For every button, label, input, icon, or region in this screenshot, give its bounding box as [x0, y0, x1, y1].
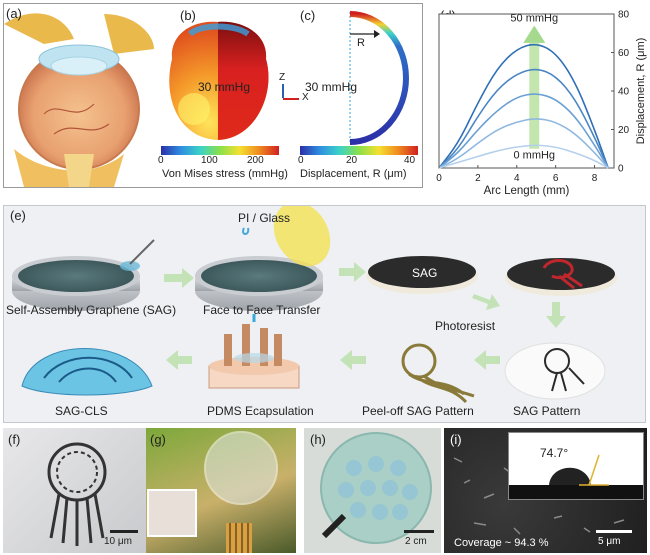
scale-h-text: 2 cm — [405, 536, 427, 547]
step-pi-glass-label: PI / Glass — [238, 211, 291, 225]
step-pdms-label: PDMS Ecapsulation — [207, 404, 314, 418]
displacement-radius-label: R — [357, 37, 365, 49]
disp-tick-2: 40 — [404, 155, 416, 166]
label-g: (g) — [150, 432, 166, 447]
y-axis-label: Displacement, R (μm) — [635, 38, 647, 145]
scale-bar-f — [110, 530, 138, 533]
process-diagram — [12, 206, 617, 404]
contact-angle-inset — [508, 432, 644, 500]
stress-colorbar — [161, 146, 279, 155]
y-tick-label-2: 40 — [618, 87, 630, 98]
step-transfer-label: Face to Face Transfer — [203, 303, 321, 317]
label-c: (c) — [300, 8, 316, 23]
lens-array-drawing — [320, 432, 432, 544]
axis-x-arrow — [283, 98, 299, 100]
stress-tick-1: 100 — [201, 155, 218, 166]
label-i: (i) — [450, 432, 462, 447]
series-line-1 — [438, 68, 609, 169]
x-tick-label-4: 8 — [592, 173, 598, 184]
y-tick-label-0: 0 — [618, 164, 624, 175]
axis-z-label: Z — [279, 72, 286, 83]
series-line-2 — [438, 93, 609, 169]
axis-x-label: X — [302, 92, 309, 103]
displacement-pressure: 30 mmHg — [305, 80, 358, 94]
displacement-colorbar — [300, 146, 418, 155]
step-sag-disk-label: SAG — [412, 266, 438, 280]
annotation-top: 50 mmHg — [510, 13, 558, 25]
x-axis-label: Arc Length (mm) — [484, 185, 570, 197]
disp-tick-0: 0 — [298, 155, 304, 166]
stress-tick-0: 0 — [158, 155, 164, 166]
photo-f — [3, 428, 151, 553]
x-tick-label-0: 0 — [436, 173, 442, 184]
label-b: (b) — [180, 8, 196, 23]
scale-bar-h — [404, 530, 434, 533]
label-f: (f) — [8, 432, 21, 447]
annotation-bottom: 0 mmHg — [513, 149, 555, 161]
step-peel-label: Peel-off SAG Pattern — [362, 404, 474, 418]
scale-i-text: 5 μm — [598, 536, 621, 547]
label-a: (a) — [6, 6, 22, 21]
stress-pressure: 30 mmHg — [198, 80, 251, 94]
eye-illustration — [4, 13, 154, 187]
step-sag-label: Self-Assembly Graphene (SAG) — [6, 303, 177, 317]
pattern-f-drawing — [47, 442, 107, 546]
displacement-map — [349, 11, 409, 145]
series-line-4 — [438, 144, 609, 169]
series-line-3 — [438, 118, 609, 169]
chart-arrow-head — [523, 25, 546, 43]
coverage-text: Coverage ~ 94.3 % — [454, 537, 549, 549]
step-sag-pattern-label: SAG Pattern — [513, 404, 581, 418]
x-tick-label-2: 4 — [514, 173, 520, 184]
x-tick-label-3: 6 — [553, 173, 559, 184]
droplet-drawing — [509, 454, 643, 499]
y-tick-label-4: 80 — [618, 10, 630, 21]
label-e: (e) — [10, 208, 26, 223]
series-line-0 — [438, 43, 609, 169]
contact-angle-value: 74.7° — [540, 446, 569, 460]
disp-tick-1: 20 — [346, 155, 358, 166]
stress-tick-2: 200 — [247, 155, 264, 166]
scale-bar-i — [596, 530, 632, 533]
stress-map — [169, 21, 269, 141]
scale-f-text: 10 μm — [104, 536, 132, 547]
step-photoresist-label: Photoresist — [435, 319, 496, 333]
stress-colorbar-label: Von Mises stress (mmHg) — [162, 168, 288, 180]
disp-colorbar-label: Displacement, R (μm) — [300, 168, 407, 180]
axis-z-arrow — [282, 84, 284, 98]
photo-g — [146, 428, 296, 553]
x-tick-label-1: 2 — [475, 173, 481, 184]
label-h: (h) — [310, 432, 326, 447]
y-tick-label-3: 60 — [618, 48, 630, 59]
step-cls-label: SAG-CLS — [55, 404, 108, 418]
chart-arrow-shaft — [529, 42, 540, 149]
lens-on-eye-drawing — [147, 431, 278, 553]
y-tick-label-1: 20 — [618, 125, 630, 136]
